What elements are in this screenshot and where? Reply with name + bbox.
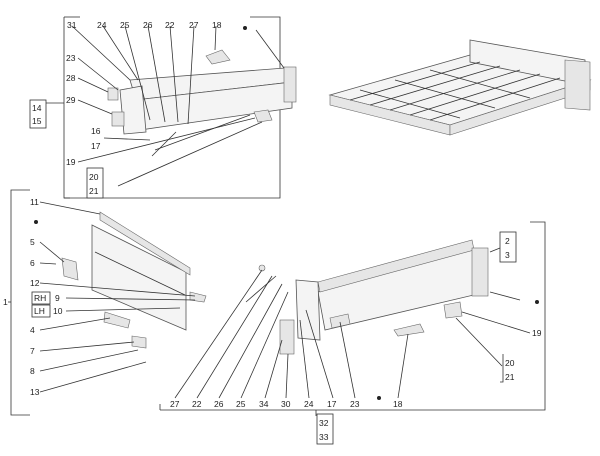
callout: 22 xyxy=(165,20,175,30)
callout: 26 xyxy=(143,20,153,30)
callout: 31 xyxy=(67,20,77,30)
callout: 34 xyxy=(259,399,269,409)
callout: 23 xyxy=(66,53,76,63)
callout: 24 xyxy=(97,20,107,30)
callout: 5 xyxy=(30,237,35,247)
rh-box xyxy=(31,291,51,305)
left-side-panel xyxy=(91,224,187,331)
left-bracket xyxy=(10,189,30,416)
left-handle-4 xyxy=(103,311,131,329)
callout: 15 xyxy=(32,116,42,126)
top-callout-box-14-15 xyxy=(29,99,47,129)
callout: 6 xyxy=(30,258,35,268)
callout: 18 xyxy=(212,20,222,30)
br-rod xyxy=(245,275,277,303)
br-latch-30 xyxy=(279,319,295,355)
callout: 32 xyxy=(319,418,329,428)
left-latch-7 xyxy=(131,335,147,349)
callout: 19 xyxy=(66,157,76,167)
bottom-right-assembly: 27 22 26 25 34 30 24 17 23 18 32 33 2 3 … xyxy=(159,221,546,445)
callout: 17 xyxy=(327,399,337,409)
bed-side-post xyxy=(564,59,591,111)
top-latch xyxy=(253,109,273,123)
callout: 22 xyxy=(192,399,202,409)
callout: 25 xyxy=(236,399,246,409)
br-ref-dot xyxy=(535,300,539,304)
callout: 24 xyxy=(304,399,314,409)
top-ref-dot xyxy=(243,26,247,30)
callout: 13 xyxy=(30,387,40,397)
callout-tag: RH xyxy=(34,293,46,303)
top-hinge-plate xyxy=(119,85,147,135)
callout: 17 xyxy=(91,141,101,151)
callout: 18 xyxy=(393,399,403,409)
lh-box xyxy=(31,304,51,318)
br-latch-19 xyxy=(443,301,463,319)
callout: 4 xyxy=(30,325,35,335)
right-callout-box-2-3 xyxy=(499,231,517,263)
bottom-callout-box-32-33 xyxy=(316,413,334,445)
callout: 27 xyxy=(189,20,199,30)
callout: 28 xyxy=(66,73,76,83)
top-clip-28 xyxy=(107,87,119,101)
callout: 11 xyxy=(30,197,39,207)
callout: 27 xyxy=(170,399,180,409)
callout: 7 xyxy=(30,346,35,356)
callout: 1 xyxy=(3,297,8,307)
callout: 30 xyxy=(281,399,291,409)
top-rod xyxy=(151,131,177,157)
callout: 25 xyxy=(120,20,130,30)
callout: 2 xyxy=(505,236,510,246)
callout: 3 xyxy=(505,250,510,260)
top-end-post xyxy=(283,66,297,103)
top-clip-29 xyxy=(111,111,125,127)
bottom-frame xyxy=(160,221,546,411)
callout: 29 xyxy=(66,95,76,105)
left-ref-dot xyxy=(34,220,38,224)
callout: 20 xyxy=(505,358,515,368)
left-rail-11 xyxy=(99,211,191,276)
callout: 8 xyxy=(30,366,35,376)
callout: 20 xyxy=(89,172,99,182)
top-left-bracket xyxy=(63,17,70,199)
br-clip-23 xyxy=(329,313,351,329)
callout: 10 xyxy=(53,306,63,316)
top-assembly: 31 24 25 26 22 27 18 23 28 29 16 17 19 2… xyxy=(29,16,297,199)
left-assembly: 11 5 6 12 1 RH 9 LH 10 4 7 8 13 xyxy=(3,189,207,416)
truck-bed-illustration xyxy=(328,39,592,136)
left-clip-5 xyxy=(61,257,79,281)
callout: 9 xyxy=(55,293,60,303)
left-latch-12 xyxy=(189,291,207,303)
top-callout-box-20-21 xyxy=(86,167,104,199)
callout: 19 xyxy=(532,328,542,338)
callout-tag: LH xyxy=(34,306,45,316)
callout: 14 xyxy=(32,103,42,113)
br-handle-18 xyxy=(393,323,425,337)
top-handle-18 xyxy=(205,49,231,65)
callout: 26 xyxy=(214,399,224,409)
br-end-post xyxy=(471,247,489,297)
callout: 12 xyxy=(30,278,40,288)
callout: 21 xyxy=(89,186,99,196)
callout: 16 xyxy=(91,126,101,136)
callout: 33 xyxy=(319,432,329,442)
br-hinge-plate xyxy=(295,279,321,341)
callout: 23 xyxy=(350,399,360,409)
callout: 21 xyxy=(505,372,515,382)
